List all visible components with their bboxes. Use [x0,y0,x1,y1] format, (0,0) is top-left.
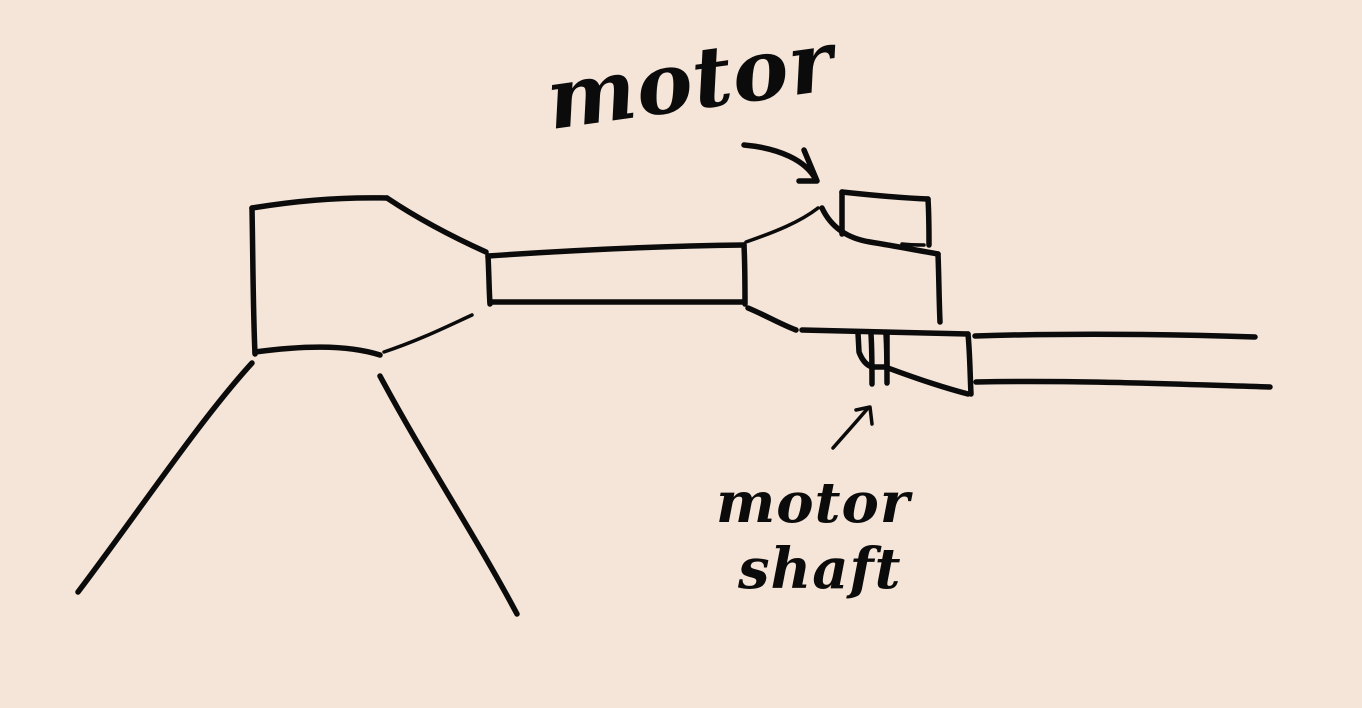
extension-top-edge [975,334,1255,337]
motor-shaft-label: motor shaft [716,470,910,602]
arm-left-edge [488,256,490,304]
motor-shaft-label-line-2: shaft [738,536,910,602]
arm-right-edge [744,245,745,304]
shaft-inner-right [886,334,887,383]
shaft-inner-left [871,334,872,384]
joint-right-edge [938,254,940,322]
motor-shaft-label-line-1: motor [716,470,910,536]
lower-right-edge [968,334,971,394]
base-left-edge [252,208,255,354]
motor-bottom-edge [902,244,924,245]
motor-right-edge [928,199,929,245]
